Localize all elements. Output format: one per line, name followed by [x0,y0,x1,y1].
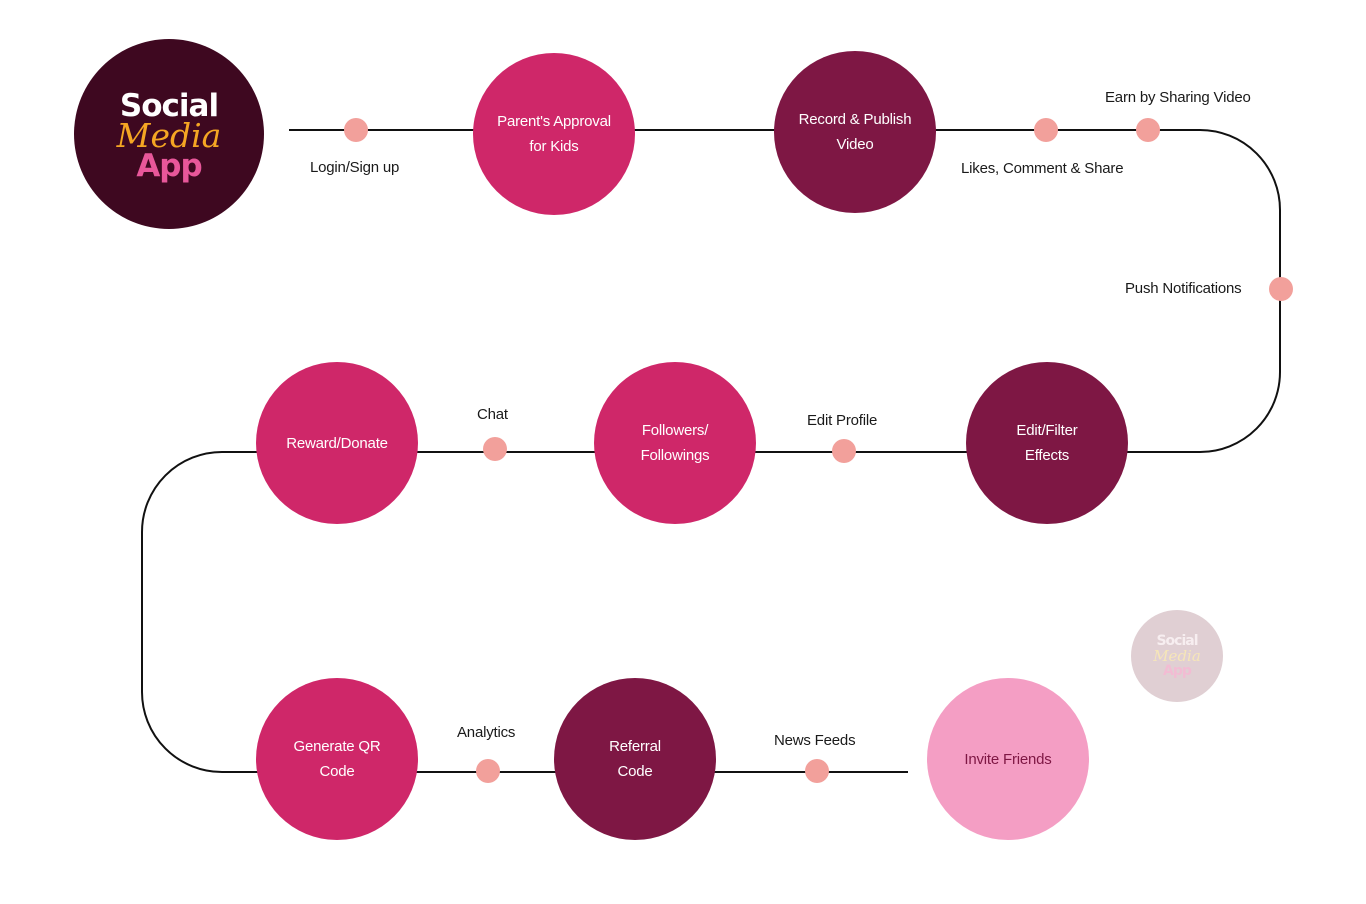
logo-word-app: App [136,148,202,184]
node-parents-approval: Parent's Approval for Kids [473,53,635,215]
watermark-word-media: Media [1153,646,1201,665]
node-invite-friends-label: Invite Friends [964,750,1052,768]
label-login: Login/Sign up [310,159,400,176]
connector-dot-edit-profile [832,439,856,463]
node-edit-filter-label: Edit/Filter Effects [1016,422,1078,464]
app-logo: Social Media App [74,39,264,229]
connector-dot-earn [1136,118,1160,142]
watermark-logo: Social Media App [1131,610,1223,702]
logo-word-social: Social [119,88,219,124]
node-record-publish: Record & Publish Video [774,51,936,213]
connector-dot-login [344,118,368,142]
label-chat: Chat [477,406,508,423]
node-parents-approval-label: Parent's Approval for Kids [497,113,611,155]
node-reward-donate: Reward/Donate [256,362,418,524]
node-edit-filter: Edit/Filter Effects [966,362,1128,524]
node-referral-code: Referral Code [554,678,716,840]
label-edit-profile: Edit Profile [807,412,878,429]
node-followers: Followers/ Followings [594,362,756,524]
node-followers-label: Followers/ Followings [640,422,710,464]
node-record-publish-label: Record & Publish Video [798,111,912,153]
node-reward-donate-label: Reward/Donate [286,434,388,452]
label-push: Push Notifications [1125,280,1242,297]
label-likes: Likes, Comment & Share [961,160,1124,177]
node-referral-code-label: Referral Code [609,738,661,780]
label-news-feeds: News Feeds [774,732,856,749]
node-generate-qr: Generate QR Code [256,678,418,840]
node-generate-qr-label: Generate QR Code [293,738,381,780]
watermark-word-social: Social [1156,632,1198,649]
connector-dot-analytics [476,759,500,783]
connector-dot-news-feeds [805,759,829,783]
connector-dot-chat [483,437,507,461]
node-invite-friends: Invite Friends [927,678,1089,840]
watermark-word-app: App [1163,662,1192,679]
label-earn: Earn by Sharing Video [1105,89,1251,106]
connector-dot-likes [1034,118,1058,142]
label-analytics: Analytics [457,724,516,741]
logo-word-media: Media [116,116,222,155]
connector-dot-push [1269,277,1293,301]
